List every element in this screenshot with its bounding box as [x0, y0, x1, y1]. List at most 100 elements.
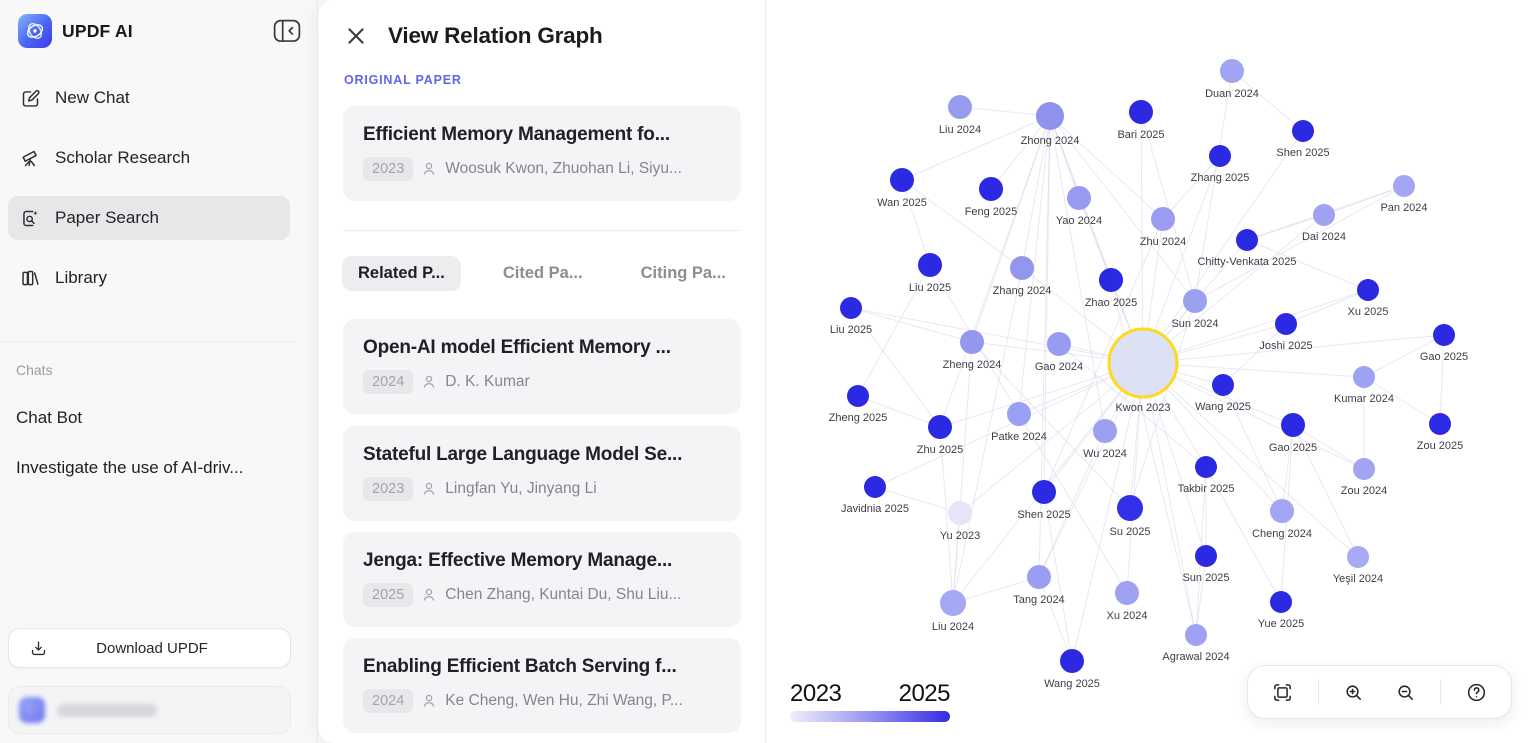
- graph-node-label: Zhao 2025: [1085, 297, 1138, 309]
- graph-edge: [1142, 362, 1365, 378]
- graph-edge: [1281, 424, 1294, 512]
- graph-node-label: Patke 2024: [991, 431, 1047, 443]
- graph-node[interactable]: [960, 330, 984, 354]
- paper-authors: Chen Zhang, Kuntai Du, Shu Liu...: [445, 586, 682, 603]
- user-profile-card[interactable]: [8, 686, 291, 734]
- graph-node[interactable]: [979, 177, 1003, 201]
- help-icon[interactable]: [1459, 675, 1493, 709]
- graph-node[interactable]: [1067, 186, 1091, 210]
- sidebar-item-paper-search[interactable]: Paper Search: [8, 196, 290, 240]
- download-updf-button[interactable]: Download UPDF: [8, 628, 291, 668]
- original-paper-card[interactable]: Efficient Memory Management fo... 2023 W…: [343, 106, 741, 201]
- graph-node[interactable]: [864, 476, 886, 498]
- person-icon: [423, 162, 435, 175]
- tab-cited-papers[interactable]: Cited Pa...: [487, 256, 599, 291]
- graph-node[interactable]: [1010, 256, 1034, 280]
- graph-node[interactable]: [1353, 458, 1375, 480]
- graph-node[interactable]: [840, 297, 862, 319]
- graph-node[interactable]: [1393, 175, 1415, 197]
- graph-node[interactable]: [1236, 229, 1258, 251]
- paper-title: Efficient Memory Management fo...: [363, 124, 670, 145]
- related-paper-card[interactable]: Stateful Large Language Model Se... 2023…: [343, 426, 741, 521]
- graph-node[interactable]: [847, 385, 869, 407]
- graph-edge: [1205, 466, 1282, 603]
- graph-node[interactable]: [1032, 480, 1056, 504]
- paper-title: Open-AI model Efficient Memory ...: [363, 337, 671, 358]
- graph-node[interactable]: [1433, 324, 1455, 346]
- related-paper-card[interactable]: Jenga: Effective Memory Manage... 2025 C…: [343, 532, 741, 627]
- graph-node[interactable]: [1270, 591, 1292, 613]
- sidebar-item-label: Scholar Research: [55, 148, 191, 167]
- graph-node[interactable]: [1212, 374, 1234, 396]
- graph-node[interactable]: [1060, 649, 1084, 673]
- graph-node[interactable]: [1357, 279, 1379, 301]
- graph-node-label: Liu 2024: [932, 621, 974, 633]
- graph-node[interactable]: [1099, 268, 1123, 292]
- graph-node[interactable]: [948, 501, 972, 525]
- paper-title: Stateful Large Language Model Se...: [363, 444, 683, 465]
- graph-edge: [1439, 334, 1445, 425]
- graph-node[interactable]: [1281, 413, 1305, 437]
- graph-node-selected[interactable]: [1107, 327, 1179, 399]
- relation-graph-panel: View Relation Graph ORIGINAL PAPER Effic…: [318, 0, 766, 743]
- graph-node[interactable]: [1151, 207, 1175, 231]
- person-icon: [423, 588, 435, 601]
- paper-title: Enabling Efficient Batch Serving f...: [363, 656, 677, 677]
- graph-node[interactable]: [1195, 456, 1217, 478]
- close-icon[interactable]: [345, 25, 367, 47]
- graph-node[interactable]: [948, 95, 972, 119]
- zoom-out-icon[interactable]: [1388, 675, 1422, 709]
- graph-node[interactable]: [1117, 495, 1143, 521]
- graph-node[interactable]: [1185, 624, 1207, 646]
- sidebar-nav: New Chat Scholar Research Paper Search: [8, 76, 290, 300]
- tab-related-papers[interactable]: Related P...: [342, 256, 461, 291]
- graph-node[interactable]: [1129, 100, 1153, 124]
- graph-node-label: Yue 2025: [1258, 618, 1305, 630]
- graph-node[interactable]: [918, 253, 942, 277]
- graph-node[interactable]: [890, 168, 914, 192]
- graph-node[interactable]: [1093, 419, 1117, 443]
- paper-title: Jenga: Effective Memory Manage...: [363, 550, 673, 571]
- graph-node[interactable]: [1183, 289, 1207, 313]
- graph-node-label: Zhu 2024: [1140, 236, 1186, 248]
- graph-node[interactable]: [1036, 102, 1064, 130]
- fit-view-icon[interactable]: [1266, 675, 1300, 709]
- graph-node-label: Zhong 2024: [1021, 135, 1080, 147]
- graph-node[interactable]: [1195, 545, 1217, 567]
- download-icon: [31, 640, 46, 655]
- graph-edge: [1043, 491, 1073, 662]
- chat-item[interactable]: Investigate the use of AI-driv...: [16, 458, 244, 477]
- sidebar-item-scholar-research[interactable]: Scholar Research: [8, 136, 290, 180]
- graph-edge: [1285, 289, 1369, 325]
- download-updf-label: Download UPDF: [96, 639, 208, 657]
- graph-node[interactable]: [1007, 402, 1031, 426]
- graph-node[interactable]: [1027, 565, 1051, 589]
- tab-citing-papers[interactable]: Citing Pa...: [625, 256, 742, 291]
- graph-node-label: Tang 2024: [1013, 594, 1064, 606]
- graph-node[interactable]: [928, 415, 952, 439]
- graph-node[interactable]: [1270, 499, 1294, 523]
- graph-node[interactable]: [1429, 413, 1451, 435]
- graph-node[interactable]: [1292, 120, 1314, 142]
- sidebar-item-new-chat[interactable]: New Chat: [8, 76, 290, 120]
- graph-node[interactable]: [1275, 313, 1297, 335]
- zoom-in-icon[interactable]: [1337, 675, 1371, 709]
- graph-edge: [959, 362, 1144, 514]
- graph-node-label: Su 2025: [1110, 526, 1151, 538]
- graph-node[interactable]: [1209, 145, 1231, 167]
- divider: [343, 230, 741, 231]
- graph-node[interactable]: [1115, 581, 1139, 605]
- sidebar-item-library[interactable]: Library: [8, 256, 290, 300]
- graph-node[interactable]: [1353, 366, 1375, 388]
- graph-node[interactable]: [1220, 59, 1244, 83]
- chat-item[interactable]: Chat Bot: [16, 408, 83, 427]
- graph-node-label: Takbir 2025: [1178, 483, 1235, 495]
- graph-node[interactable]: [1313, 204, 1335, 226]
- sidebar-collapse-icon[interactable]: [273, 19, 301, 43]
- related-paper-card[interactable]: Enabling Efficient Batch Serving f... 20…: [343, 638, 741, 733]
- graph-node[interactable]: [1347, 546, 1369, 568]
- graph-node[interactable]: [1047, 332, 1071, 356]
- graph-node[interactable]: [940, 590, 966, 616]
- related-paper-card[interactable]: Open-AI model Efficient Memory ... 2024 …: [343, 319, 741, 414]
